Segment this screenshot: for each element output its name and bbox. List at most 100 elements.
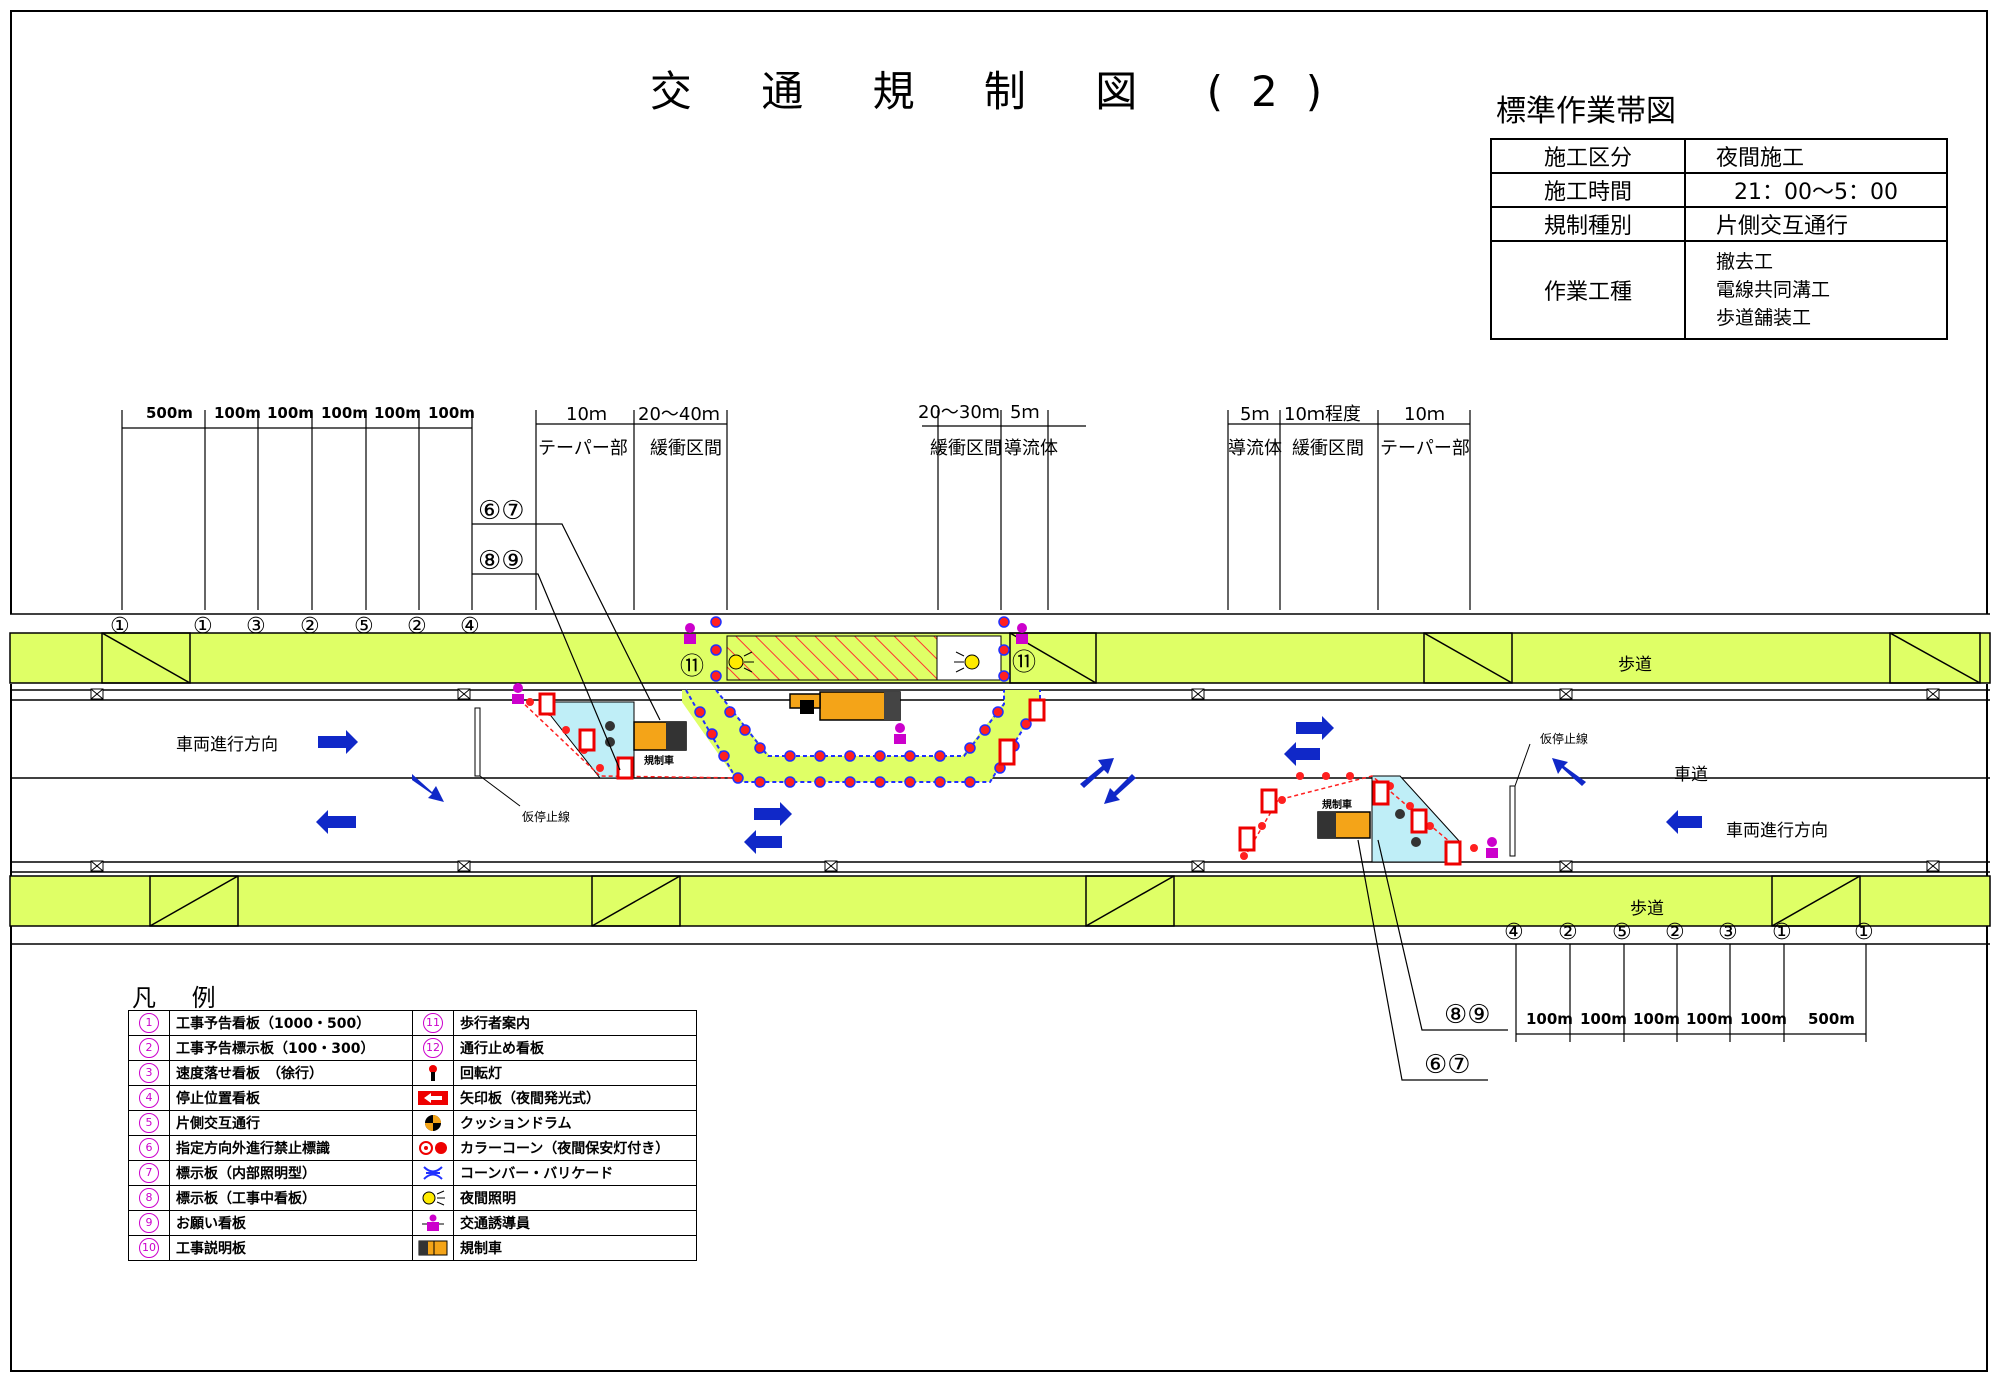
dim-label: 100m (321, 404, 368, 422)
zone-dim: 5ｍ (1010, 402, 1040, 423)
temp-stop-line-right (1509, 785, 1516, 857)
legend-text: 規制車 (453, 1235, 697, 1261)
info-table: 施工区分 夜間施工 施工時間 21：00～5：00 規制種別 片側交互通行 作業… (1490, 138, 1948, 340)
arrow-board (1444, 840, 1462, 866)
info-row: 施工時間 21：00～5：00 (1490, 172, 1948, 208)
night-light (954, 651, 980, 673)
legend-row: 4 停止位置看板 矢印板（夜間発光式） (128, 1085, 697, 1111)
restriction-vehicle-right (1317, 811, 1371, 839)
zone-dim: 10ｍ (566, 404, 607, 425)
traffic-arrows (316, 716, 1702, 854)
legend-number: 8 (139, 1188, 159, 1208)
zone-dim: 20～40ｍ (638, 404, 720, 425)
temp-stop-line-left (474, 707, 481, 777)
dim-label: 100m (1686, 1010, 1733, 1028)
legend-number: 11 (423, 1013, 443, 1033)
excavator (789, 691, 901, 721)
info-value: 21：00～5：00 (1684, 172, 1948, 208)
zone-name: テーパー部 (538, 438, 628, 459)
info-key: 作業工種 (1490, 240, 1686, 340)
legend-text: 片側交互通行 (169, 1110, 413, 1136)
zone-name: テーパー部 (1380, 438, 1470, 459)
zone-dim: 5ｍ (1240, 404, 1270, 425)
vehicle-label: 規制車 (644, 756, 674, 767)
arrow-board-icon (418, 1091, 448, 1105)
callout-89: ⑧⑨ (1444, 1000, 1491, 1030)
dim-label: 500m (1808, 1010, 1855, 1028)
curb-marker (824, 860, 838, 872)
curb-marker (1559, 860, 1573, 872)
curb-marker (1191, 688, 1205, 700)
lower-sidewalk (9, 875, 1991, 927)
curb-marker (1191, 860, 1205, 872)
work-area (726, 635, 938, 681)
legend-text: 工事予告看板（1000・500） (169, 1010, 413, 1036)
zone-name: 導流体 (1004, 438, 1058, 459)
legend-number: 3 (139, 1063, 159, 1083)
info-key: 施工区分 (1490, 138, 1686, 174)
sign-marker: ① (1854, 920, 1874, 945)
sign-marker: ② (407, 614, 427, 639)
drawing-subtitle: 標準作業帯図 (1496, 94, 1676, 129)
legend-text: クッションドラム (453, 1110, 697, 1136)
legend-number: 6 (139, 1138, 159, 1158)
info-key: 施工時間 (1490, 172, 1686, 208)
night-light-icon (422, 1190, 445, 1206)
legend-text: 速度落せ看板 （徐行） (169, 1060, 413, 1086)
curb-marker (90, 688, 104, 700)
sign-marker: ⑤ (354, 614, 374, 639)
callout-11: ⑪ (1012, 648, 1036, 676)
legend-row: 5 片側交互通行 クッションドラム (128, 1110, 697, 1136)
legend-text: 停止位置看板 (169, 1085, 413, 1111)
traffic-guard (512, 623, 1498, 858)
dim-label: 100m (1526, 1010, 1573, 1028)
legend-row: 7 標示板（内部照明型） コーンバー・バリケード (128, 1160, 697, 1186)
zone-dim: 20～30ｍ (918, 402, 1000, 423)
traffic-guard-icon (422, 1214, 444, 1231)
sidewalk-label: 歩道 (1630, 899, 1664, 919)
zone-dim: 10ｍ (1404, 404, 1445, 425)
info-value-line: 撤去工 (1716, 251, 1774, 273)
zone-dim: 10ｍ程度 (1284, 404, 1361, 425)
dim-label: 100m (374, 404, 421, 422)
arrow-board (998, 738, 1016, 766)
arrow-board (1028, 698, 1046, 722)
callout-89: ⑧⑨ (478, 546, 525, 576)
sign-marker: ③ (246, 614, 266, 639)
arrow-board (538, 692, 556, 716)
info-value-line: 歩道舗装工 (1716, 307, 1812, 329)
zone-name: 導流体 (1228, 438, 1282, 459)
cushion-drum-icon (425, 1115, 441, 1131)
curb-marker (457, 688, 471, 700)
legend-row: 8 標示板（工事中看板） 夜間照明 (128, 1185, 697, 1211)
lane-workzone (682, 690, 1040, 782)
sign-marker: ① (193, 614, 213, 639)
legend-text: 標示板（内部照明型） (169, 1160, 413, 1186)
callout-11: ⑪ (680, 652, 704, 680)
direction-label: 車両進行方向 (176, 735, 278, 755)
legend-number: 2 (139, 1038, 159, 1058)
restriction-vehicle-icon (418, 1240, 448, 1256)
legend-row: 6 指定方向外進行禁止標識 カラーコーン（夜間保安灯付き） (128, 1135, 697, 1161)
legend-text: 夜間照明 (453, 1185, 697, 1211)
arrow-board (1372, 780, 1390, 806)
zone-name: 緩衝区間 (930, 438, 1002, 459)
callout-67: ⑥⑦ (478, 496, 525, 526)
stopline-label: 仮停止線 (522, 810, 571, 824)
page-title: 交 通 規 制 図 (2) (649, 67, 1351, 116)
legend-row: 1 工事予告看板（1000・500） 11 歩行者案内 (128, 1010, 697, 1036)
legend-number: 7 (139, 1163, 159, 1183)
arrow-board (1238, 826, 1256, 852)
sidewalk-label: 歩道 (1618, 655, 1652, 675)
drawing-frame (10, 10, 1988, 1372)
dim-label: 100m (1740, 1010, 1787, 1028)
info-value: 撤去工 電線共同溝工 歩道舗装工 (1684, 240, 1948, 340)
cone-bar-icon (423, 1166, 443, 1180)
legend-text: コーンバー・バリケード (453, 1160, 697, 1186)
callout-leaders (472, 523, 1508, 1081)
dim-label: 100m (1633, 1010, 1680, 1028)
legend-title: 凡 例 (132, 984, 230, 1012)
legend-text: 交通誘導員 (453, 1210, 697, 1236)
legend-row: 9 お願い看板 交通誘導員 (128, 1210, 697, 1236)
beacon-icon (429, 1065, 437, 1081)
